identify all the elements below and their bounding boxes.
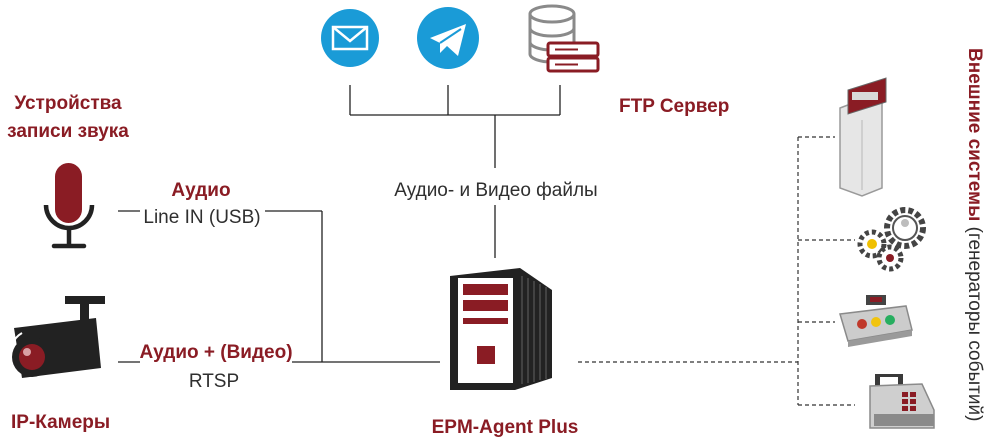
left-connectors — [118, 210, 440, 363]
gears-icon — [857, 207, 926, 272]
right-connectors — [578, 136, 855, 406]
external-systems-title-sub: (генераторы событий) — [964, 221, 985, 422]
ip-camera-icon — [11, 296, 105, 378]
ftp-server-icon — [528, 4, 600, 73]
external-systems-title-main: Внешние системы — [964, 48, 985, 222]
external-systems-title: Внешние системы (генераторы событий) — [963, 48, 985, 421]
audio-connection-subtitle: Line IN (USB) — [143, 207, 261, 228]
av-connection-title: Аудио + (Видео) — [139, 342, 293, 363]
kiosk-icon — [839, 77, 887, 197]
sound-recorders-label-line1: Устройства — [14, 93, 122, 114]
microphone-icon — [43, 163, 95, 249]
traffic-button-icon — [839, 295, 913, 347]
ip-cameras-label: IP-Камеры — [11, 412, 111, 433]
top-connectors — [349, 85, 561, 258]
ftp-server-label: FTP Сервер — [619, 96, 730, 117]
agent-name: EPM-Agent Plus — [431, 417, 579, 438]
email-icon — [321, 9, 379, 67]
av-connection-subtitle: RTSP — [188, 371, 240, 392]
files-label: Аудио- и Видео файлы — [394, 180, 598, 201]
cash-register-icon — [869, 374, 935, 429]
server-tower-icon — [450, 268, 552, 390]
telegram-icon — [417, 7, 479, 69]
audio-connection-title: Аудио — [171, 180, 231, 201]
sound-recorders-label-line2: записи звука — [7, 121, 129, 142]
